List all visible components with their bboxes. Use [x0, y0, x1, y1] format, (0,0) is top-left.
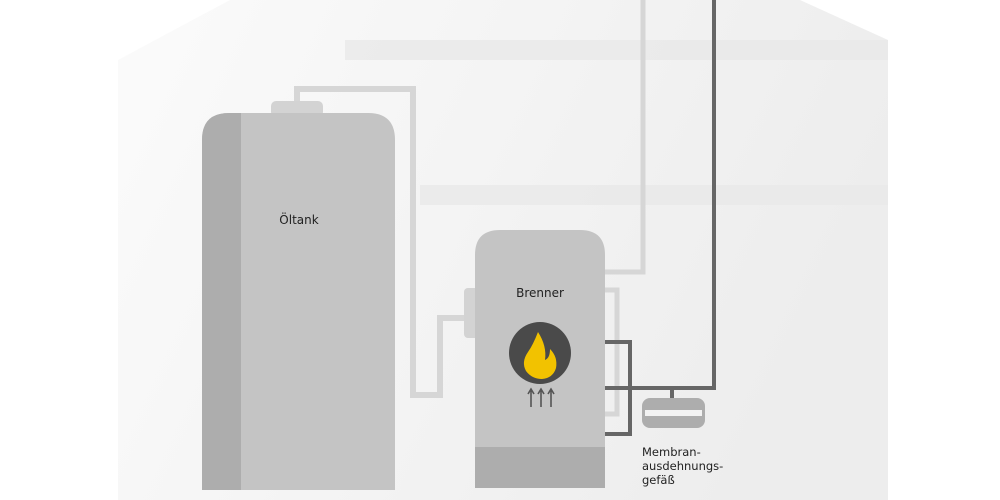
oil-tank-shade: [202, 113, 241, 490]
tank-label: Öltank: [279, 211, 318, 227]
flow-pipe-light: [604, 0, 646, 275]
heat-arrows-icon: [527, 387, 555, 407]
expansion-vessel-membrane: [645, 410, 702, 416]
loop-pipe-light: [604, 287, 620, 417]
floor-band-upper: [345, 40, 888, 60]
vessel-label-line1: Membran-: [642, 445, 701, 459]
oil-feed-pipe: [294, 86, 468, 398]
return-pipe-dark: [604, 0, 716, 390]
floor-band-lower: [420, 185, 888, 205]
loop-pipe-dark: [604, 340, 632, 436]
burner-label: Brenner: [516, 286, 564, 300]
burner-base: [475, 447, 605, 488]
vessel-label-line3: gefäß: [642, 473, 675, 487]
vessel-label-line2: ausdehnungs-: [642, 459, 723, 473]
flame-icon: [523, 332, 557, 379]
oil-tank: [202, 113, 395, 490]
